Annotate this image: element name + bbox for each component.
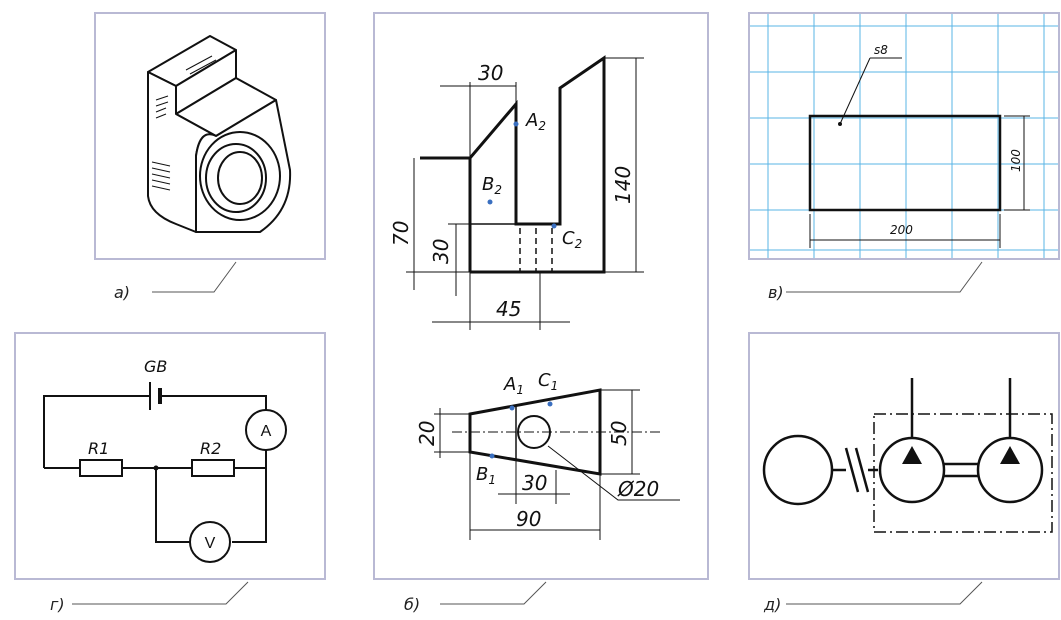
top-view-drawing — [434, 388, 680, 540]
dim-plan-50: 50 — [607, 421, 631, 446]
dim-sheet-height: 100 — [1009, 149, 1023, 172]
point-c2-marker — [551, 223, 557, 229]
isometric-part-drawing — [147, 35, 292, 233]
panel-v-frame — [748, 12, 1060, 260]
circuit-diagram — [43, 382, 287, 563]
panel-g-frame — [14, 332, 326, 580]
label-point-a1: A1 — [503, 374, 524, 397]
point-a1-marker — [509, 405, 515, 411]
point-a2-marker — [513, 121, 519, 127]
caption-v-leader — [786, 261, 983, 293]
point-c1-marker — [547, 401, 553, 407]
pump-2-triangle — [1000, 446, 1020, 464]
label-battery: GB — [144, 357, 167, 376]
dim-plan-30: 30 — [522, 471, 547, 495]
caption-b-leader — [440, 581, 547, 605]
label-point-c1: C1 — [538, 370, 558, 393]
dim-top-width: 30 — [478, 61, 503, 85]
dim-bottom-45: 45 — [496, 297, 521, 321]
caption-g: г) — [50, 595, 65, 614]
caption-a: а) — [114, 283, 130, 302]
caption-v: в) — [768, 283, 784, 302]
hydraulic-diagram — [762, 378, 1044, 506]
label-ammeter: A — [261, 423, 272, 440]
label-point-b1: B1 — [476, 464, 496, 487]
dim-sheet-width: 200 — [890, 223, 913, 237]
label-point-c2: C2 — [562, 228, 582, 251]
dim-height-140: 140 — [611, 166, 635, 204]
label-point-b2: B2 — [482, 174, 502, 197]
pump-1-triangle — [902, 446, 922, 464]
label-thickness: s8 — [874, 43, 888, 57]
panel-b-frame — [373, 12, 709, 580]
sheet-part-drawing — [808, 57, 1030, 248]
caption-b: б) — [404, 595, 420, 614]
hydraulic-unit-boundary — [873, 413, 1053, 533]
label-voltmeter: V — [205, 535, 216, 552]
point-b2-marker — [487, 199, 493, 205]
label-point-a2: A2 — [525, 110, 546, 133]
label-r2: R2 — [200, 439, 221, 458]
caption-a-leader — [152, 261, 237, 293]
dim-plan-20: 20 — [415, 421, 439, 446]
caption-g-leader — [72, 581, 249, 605]
caption-d-leader — [786, 581, 983, 605]
front-view-drawing — [406, 55, 644, 330]
dim-plan-90: 90 — [516, 507, 541, 531]
dim-diameter: Ø20 — [617, 477, 659, 501]
caption-d: д) — [763, 595, 781, 614]
label-r1: R1 — [88, 439, 109, 458]
point-b1-marker — [489, 453, 495, 459]
dim-height-30: 30 — [429, 239, 453, 264]
thickness-pointer-dot — [838, 122, 842, 126]
junction-dot — [153, 465, 159, 471]
dim-height-70: 70 — [389, 221, 413, 246]
